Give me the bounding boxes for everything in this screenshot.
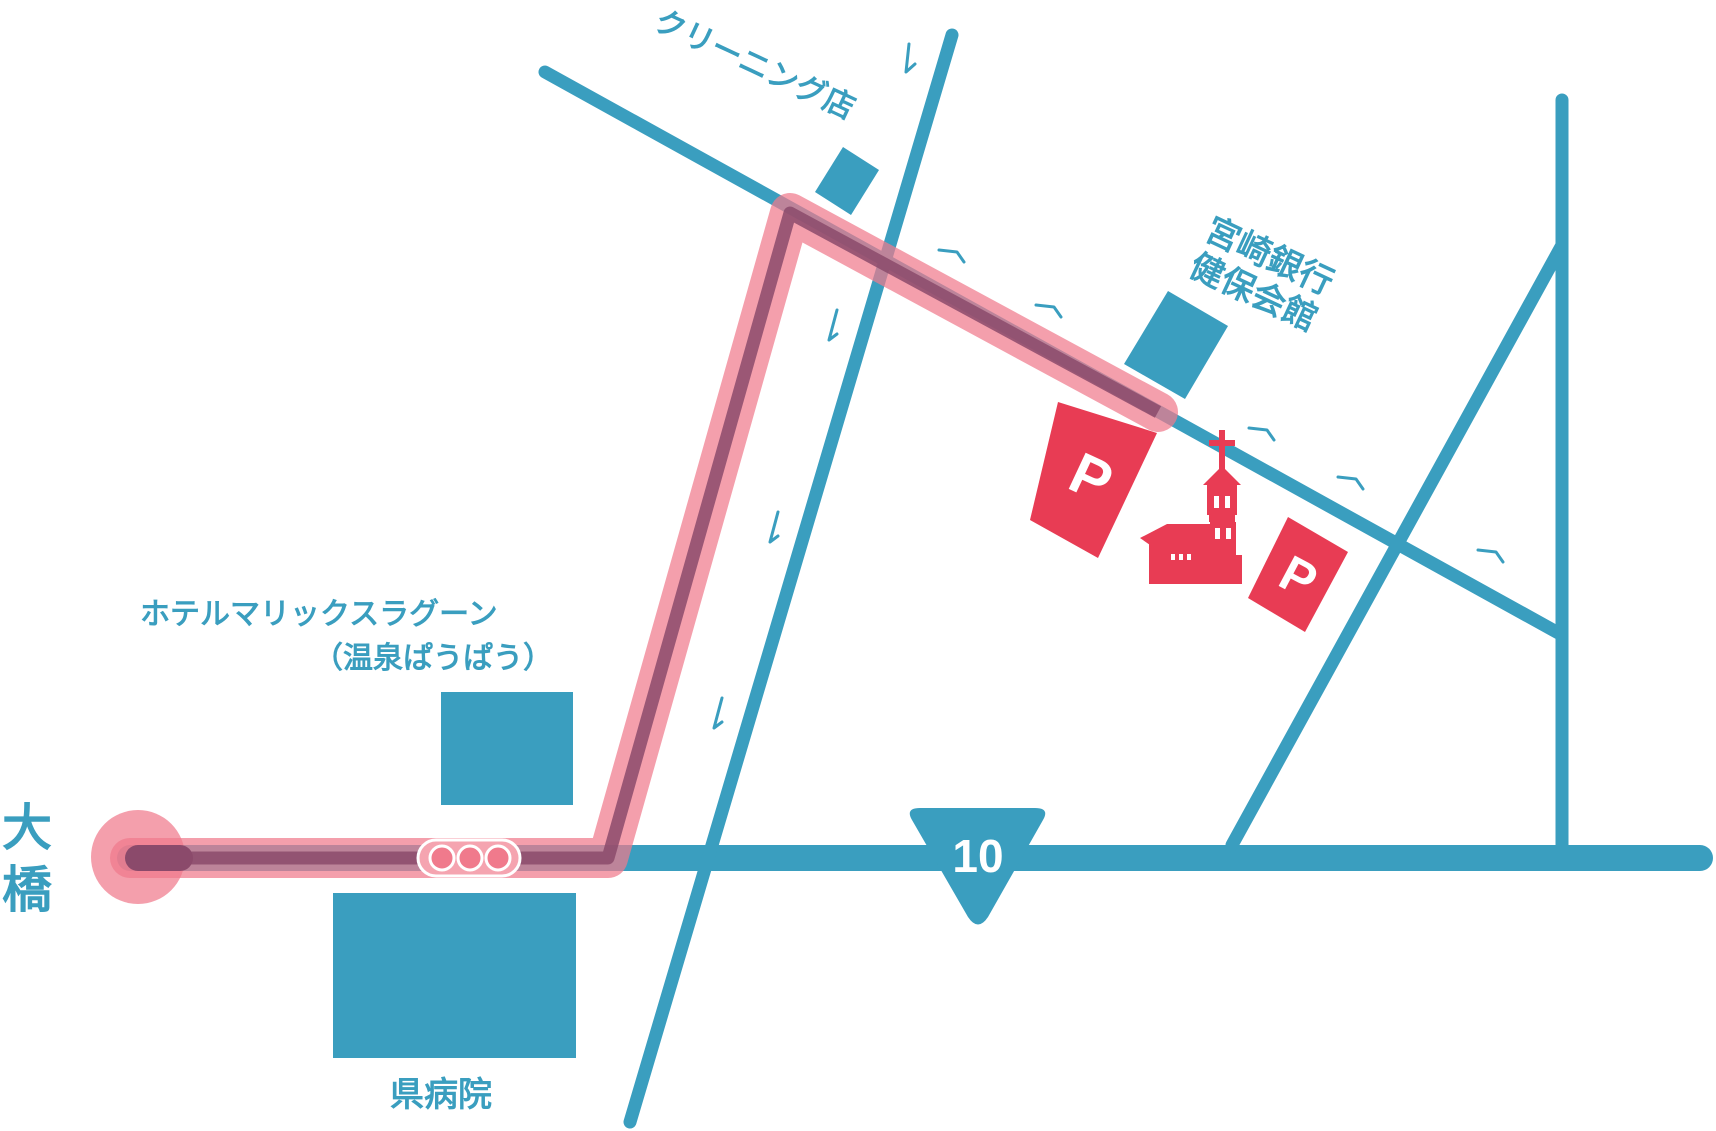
road-street-east-diagonal bbox=[1225, 238, 1569, 852]
one-way-arrow-icon bbox=[712, 696, 724, 730]
parking-sign-icon bbox=[1030, 402, 1157, 558]
church-windows bbox=[1171, 496, 1231, 560]
highlighted-route bbox=[91, 193, 1178, 904]
one-way-arrows bbox=[712, 42, 1505, 730]
hotel-building bbox=[441, 692, 573, 805]
parking-sign-1: P bbox=[1030, 402, 1157, 558]
route-highlight-inner bbox=[130, 206, 1162, 865]
one-way-arrow-icon bbox=[768, 510, 780, 544]
one-way-arrow-icon bbox=[937, 248, 966, 264]
inverted-triangle-route-shield-icon bbox=[909, 808, 1046, 925]
hospital-building bbox=[333, 893, 576, 1058]
bank-hall-building bbox=[1124, 291, 1228, 399]
ohashi-label-line1: 大 bbox=[2, 799, 52, 857]
route-10-shield: 10 bbox=[909, 808, 1046, 925]
cleaning-shop-building bbox=[815, 147, 879, 215]
hospital-label: 県病院 bbox=[390, 1075, 492, 1115]
route-highlight-band bbox=[110, 193, 1178, 878]
buildings bbox=[333, 147, 1228, 1058]
parking-sign-2: P bbox=[1248, 517, 1348, 632]
route-number: 10 bbox=[952, 830, 1003, 882]
traffic-light-icon bbox=[416, 838, 522, 878]
hotel-label-line2: （温泉ぱうぱう） bbox=[313, 641, 553, 676]
one-way-arrow-icon bbox=[1336, 475, 1365, 491]
hotel-label-line1: ホテルマリックスラグーン bbox=[140, 597, 498, 632]
one-way-arrow-icon bbox=[1476, 548, 1505, 564]
parking-sign-icon bbox=[1248, 517, 1348, 632]
one-way-arrow-icon bbox=[827, 308, 839, 342]
cleaning-shop-label: クリーニング店 bbox=[649, 3, 861, 127]
one-way-arrow-icon bbox=[904, 42, 917, 74]
road-street-west bbox=[623, 28, 959, 1129]
one-way-arrow-icon bbox=[1247, 426, 1276, 442]
ohashi-label-line2: 橋 bbox=[2, 861, 52, 919]
one-way-arrow-icon bbox=[1034, 303, 1063, 319]
